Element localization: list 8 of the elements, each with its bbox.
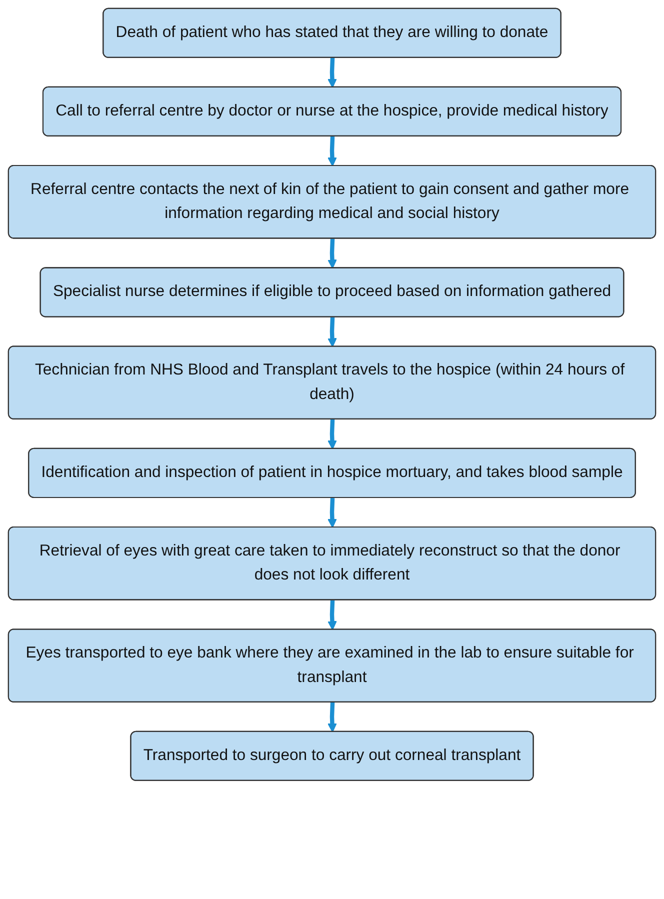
arrow <box>328 317 337 348</box>
arrow <box>328 238 337 269</box>
arrow <box>328 600 337 630</box>
arrow <box>328 498 337 528</box>
arrow <box>328 702 337 732</box>
arrow <box>328 136 337 166</box>
arrow <box>328 419 337 450</box>
arrow <box>328 58 337 88</box>
